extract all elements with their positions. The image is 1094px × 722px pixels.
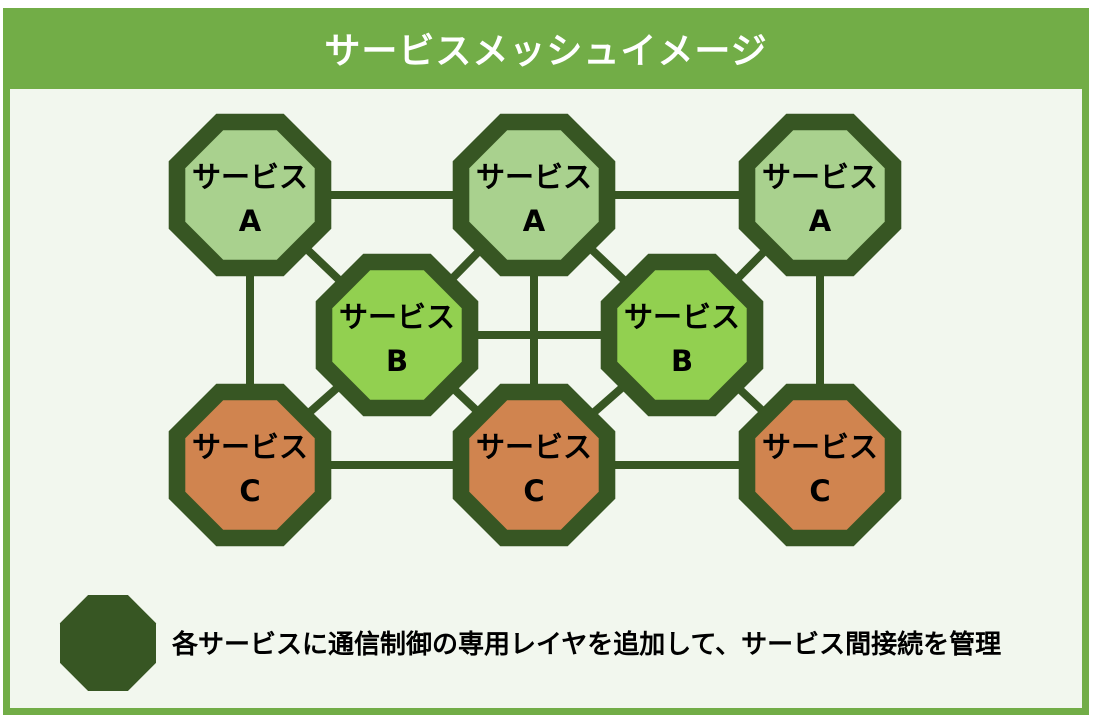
- service-node-fill: [469, 130, 599, 260]
- service-node-name: サービス: [192, 160, 308, 194]
- service-node-c: サービス C: [738, 383, 902, 547]
- legend-description: 各サービスに通信制御の専用レイヤを追加して、サービス間接続を管理: [172, 630, 1002, 660]
- service-node-letter: B: [671, 344, 693, 378]
- service-node-a: サービス A: [738, 113, 902, 277]
- legend-octagon-icon: [60, 595, 156, 691]
- service-node-name: サービス: [476, 430, 592, 464]
- service-node-b: サービス B: [315, 253, 479, 417]
- diagram-title: サービスメッシュイメージ: [324, 31, 768, 72]
- service-node-letter: C: [809, 474, 830, 508]
- service-node-fill: [469, 400, 599, 530]
- service-node-name: サービス: [624, 300, 740, 334]
- service-node-letter: C: [523, 474, 544, 508]
- service-nodes: サービス A サービス A サービス A サービス B サービス B サービス C サービス C サービス C: [168, 113, 902, 547]
- service-node-name: サービス: [339, 300, 455, 334]
- service-node-fill: [185, 130, 315, 260]
- service-node-letter: A: [809, 204, 832, 238]
- service-node-letter: A: [523, 204, 546, 238]
- service-node-fill: [332, 270, 462, 400]
- service-node-letter: A: [239, 204, 262, 238]
- service-node-name: サービス: [476, 160, 592, 194]
- service-node-c: サービス C: [452, 383, 616, 547]
- service-node-name: サービス: [762, 430, 878, 464]
- service-node-name: サービス: [192, 430, 308, 464]
- service-node-fill: [617, 270, 747, 400]
- service-node-letter: B: [386, 344, 408, 378]
- service-node-a: サービス A: [168, 113, 332, 277]
- service-node-fill: [755, 400, 885, 530]
- service-node-b: サービス B: [600, 253, 764, 417]
- legend-swatch-octagon: [60, 595, 156, 691]
- service-node-c: サービス C: [168, 383, 332, 547]
- service-node-fill: [755, 130, 885, 260]
- service-node-a: サービス A: [452, 113, 616, 277]
- service-node-name: サービス: [762, 160, 878, 194]
- service-node-fill: [185, 400, 315, 530]
- service-node-letter: C: [239, 474, 260, 508]
